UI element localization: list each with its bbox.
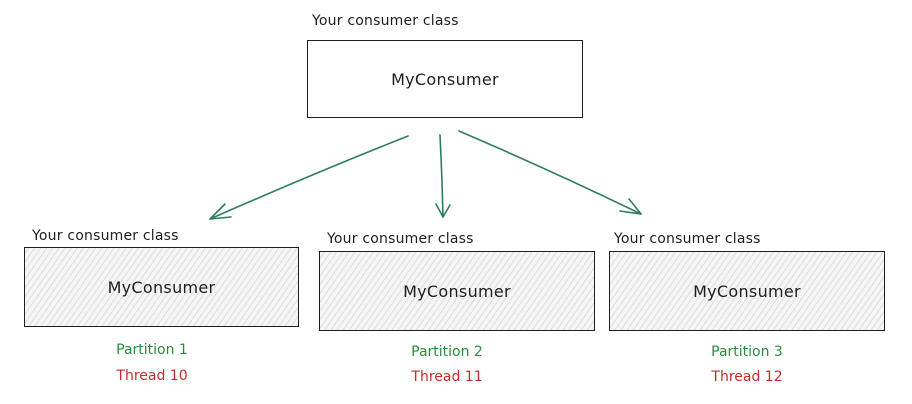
consumer-2-box: MyConsumer	[319, 251, 595, 331]
consumer-1-box: MyConsumer	[24, 247, 299, 327]
consumer-2-partition: Partition 2	[411, 344, 483, 360]
consumer-1-label: MyConsumer	[107, 277, 216, 297]
consumer-3-caption: Your consumer class	[614, 231, 761, 247]
parent-consumer-label: MyConsumer	[391, 69, 499, 89]
parent-caption: Your consumer class	[312, 13, 459, 29]
consumer-3-partition: Partition 3	[711, 344, 783, 360]
consumer-1-thread: Thread 10	[116, 368, 188, 384]
consumer-3-label: MyConsumer	[693, 281, 801, 301]
consumer-2-caption: Your consumer class	[327, 231, 474, 247]
consumer-1-caption: Your consumer class	[32, 228, 179, 244]
consumer-1-partition: Partition 1	[116, 342, 188, 358]
consumer-2-label: MyConsumer	[403, 281, 511, 301]
consumer-2-thread: Thread 11	[411, 369, 483, 385]
consumer-3-thread: Thread 12	[711, 369, 783, 385]
parent-consumer-box: MyConsumer	[307, 40, 583, 118]
arrow-to-consumer-2	[435, 134, 451, 218]
arrow-to-consumer-3	[458, 130, 642, 215]
arrow-to-consumer-1	[209, 135, 409, 220]
consumer-3-box: MyConsumer	[609, 251, 885, 331]
